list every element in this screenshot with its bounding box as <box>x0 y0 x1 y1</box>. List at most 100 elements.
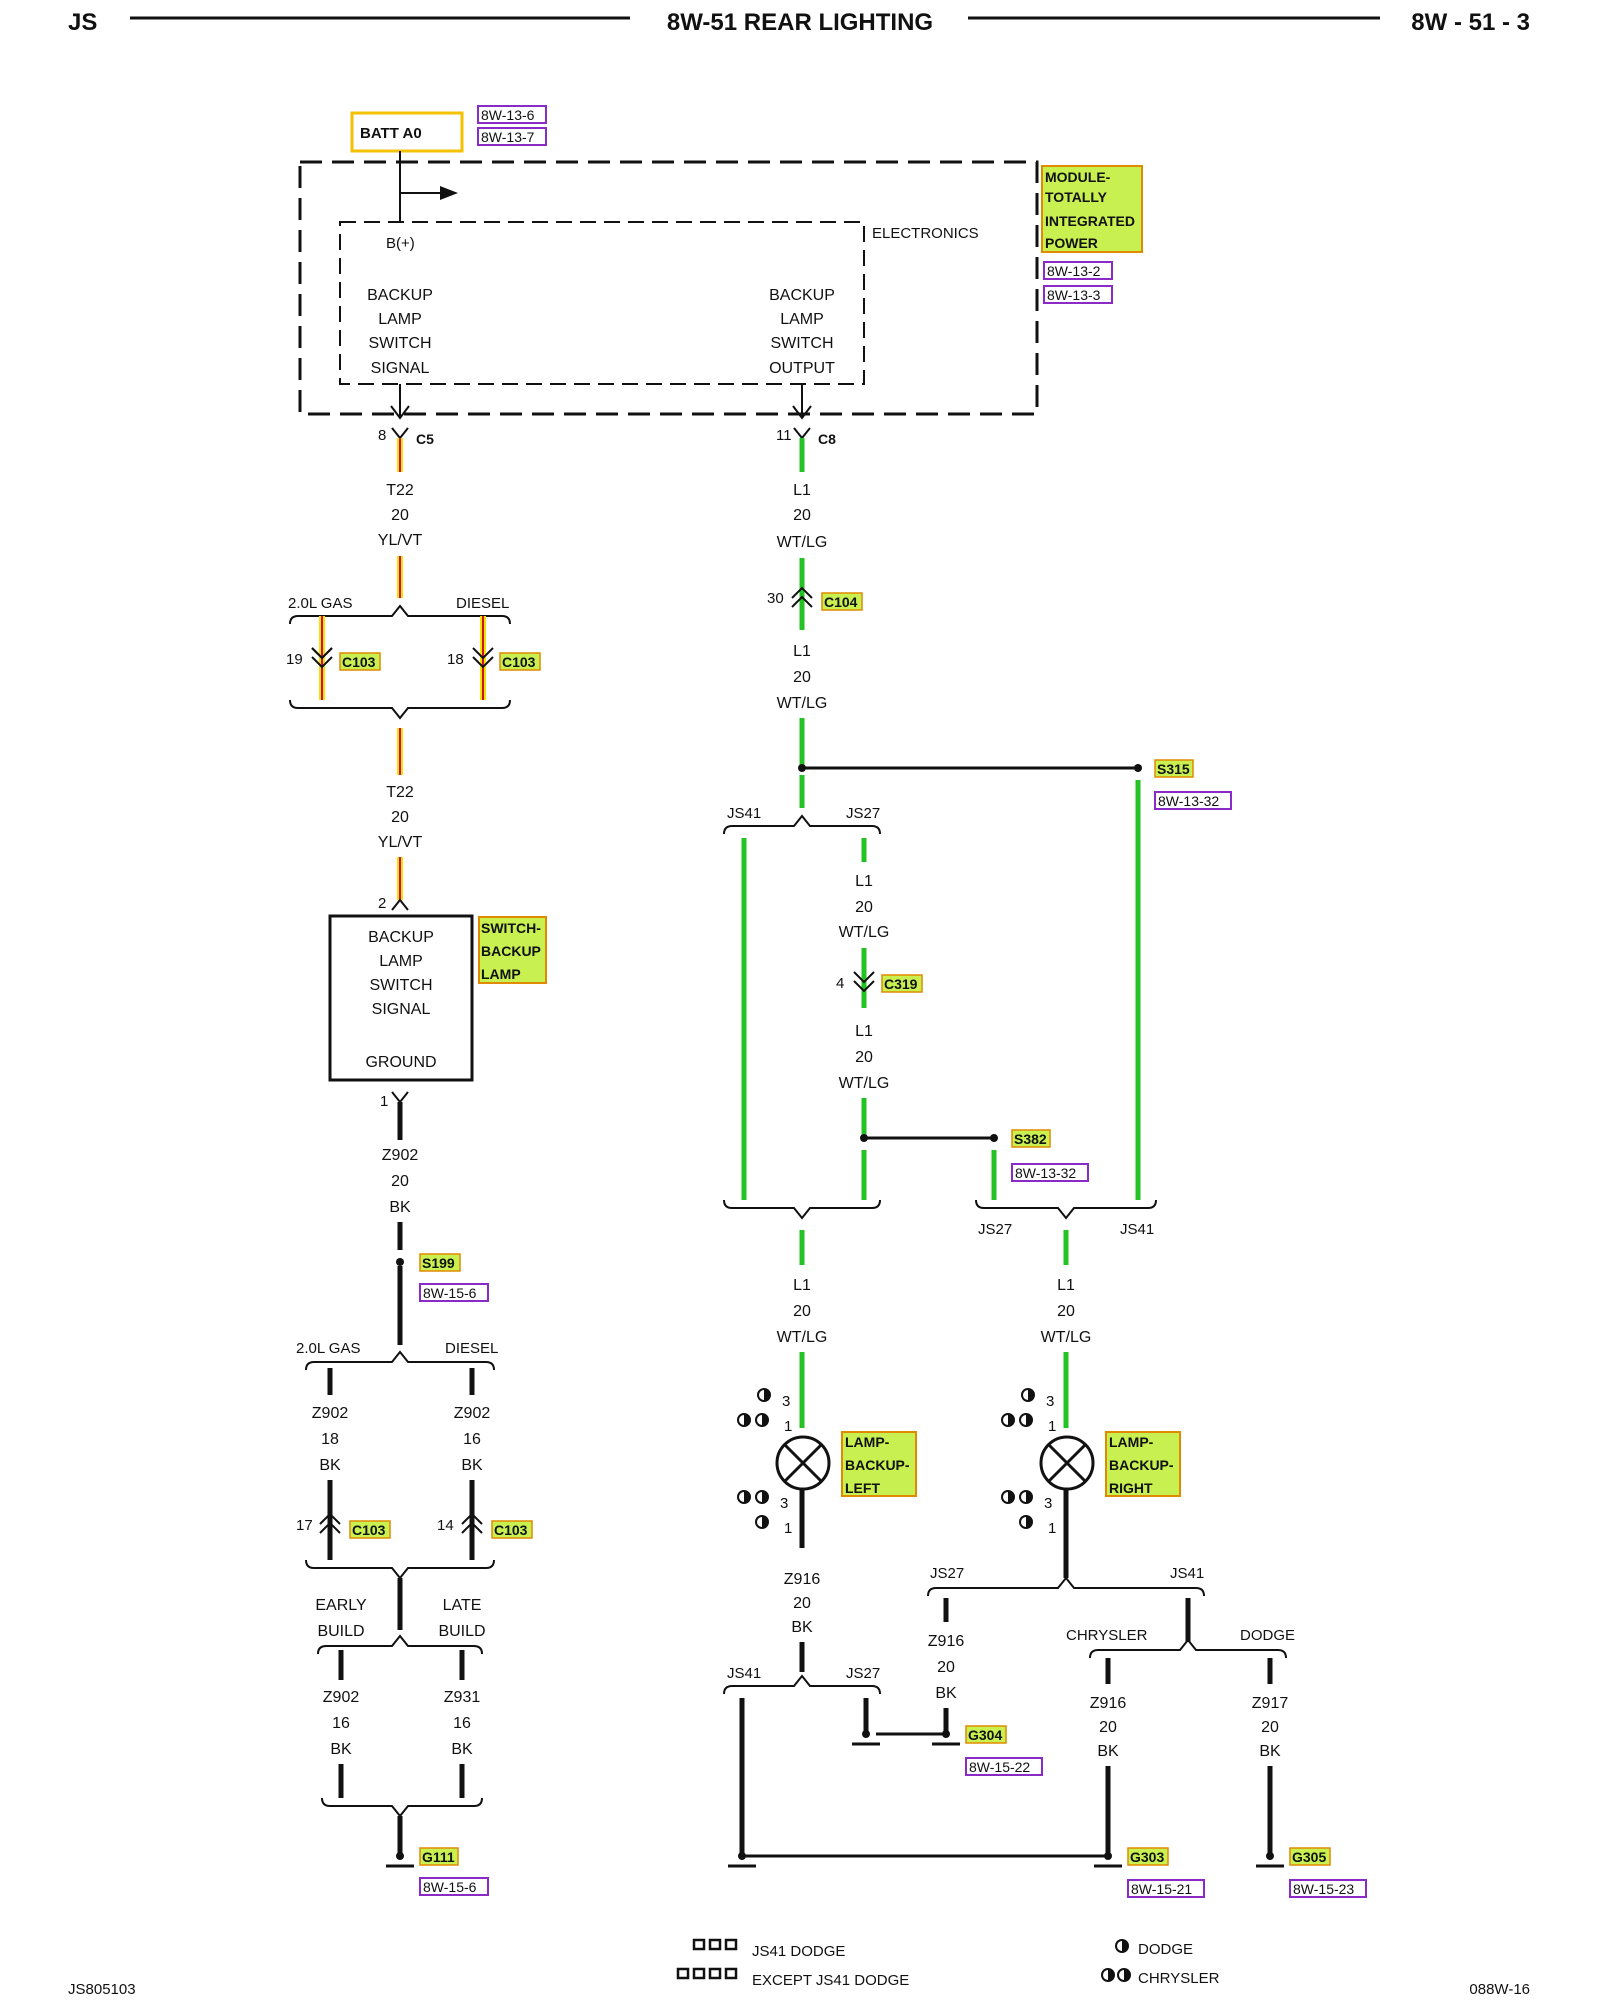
batt-ref-1[interactable]: 8W-13-6 <box>481 107 535 123</box>
z902a-id: Z902 <box>382 1147 419 1164</box>
c5-pin: 8 <box>378 427 386 444</box>
batt-ref-1-box <box>477 105 547 124</box>
module-in-3: SWITCH <box>368 335 431 352</box>
z902c-id: Z902 <box>454 1405 491 1422</box>
opt-js27-1: JS27 <box>846 805 880 822</box>
switch-top-connector <box>391 898 409 911</box>
opt-js41-1: JS41 <box>727 805 761 822</box>
module-out-1: BACKUP <box>769 287 835 304</box>
opt-js41-4: JS41 <box>1170 1565 1204 1582</box>
legend-except-js41-dodge: EXCEPT JS41 DODGE <box>752 1972 909 1989</box>
t22-1-gauge: 20 <box>391 507 409 524</box>
c8-name: C8 <box>818 431 836 447</box>
switch-bottom-connector <box>391 1091 409 1104</box>
legend-dodge-icon <box>1115 1939 1129 1953</box>
in-signal-arrow <box>390 405 410 420</box>
s199-tag-bg <box>419 1253 461 1272</box>
switch-pin-top: 2 <box>378 895 386 912</box>
module-ref-1[interactable]: 8W-13-2 <box>1047 263 1101 279</box>
s382-ref[interactable]: 8W-13-32 <box>1015 1165 1076 1181</box>
header-page: 8W - 51 - 3 <box>1411 9 1530 36</box>
option-brace-top-3 <box>317 1634 483 1655</box>
z931-color: BK <box>451 1741 473 1758</box>
batt-ref-2[interactable]: 8W-13-7 <box>481 129 535 145</box>
c5-connector-symbol <box>391 427 409 440</box>
module-out-4: OUTPUT <box>769 360 835 377</box>
module-electronics: ELECTRONICS <box>872 225 979 242</box>
g303-dot <box>1104 1852 1112 1860</box>
right-lamp-x2 <box>1047 1443 1087 1483</box>
right-lamp-pin-markers <box>1001 1388 1035 1529</box>
switch-text-4: SIGNAL <box>372 1001 431 1018</box>
g304-ref-box <box>965 1757 1043 1776</box>
g305-ref[interactable]: 8W-15-23 <box>1293 1881 1354 1897</box>
right-lamp-pin-1b: 1 <box>1048 1520 1056 1537</box>
out-signal-arrow <box>792 405 812 420</box>
g303-ref[interactable]: 8W-15-21 <box>1131 1881 1192 1897</box>
right-lamp-pin-1a: 1 <box>1048 1418 1056 1435</box>
option-brace-bottom-3 <box>321 1797 483 1818</box>
s382-right-dot <box>990 1134 998 1142</box>
left-lamp-pin-1a: 1 <box>784 1418 792 1435</box>
fuse-arrow-head <box>440 186 458 200</box>
g111-tag-bg <box>419 1847 459 1866</box>
option-brace-top-7 <box>927 1576 1205 1597</box>
switch-ground: GROUND <box>365 1054 436 1071</box>
legend-except-js41-icon <box>676 1967 738 1980</box>
t22-2-color: YL/VT <box>378 834 423 851</box>
c319-pin: 4 <box>836 975 844 992</box>
z916b-gauge: 20 <box>937 1659 955 1676</box>
option-brace-top-1 <box>289 604 511 625</box>
right-lamp-name-2: BACKUP- <box>1109 1457 1174 1473</box>
opt-js27-3: JS27 <box>846 1665 880 1682</box>
g304-ref[interactable]: 8W-15-22 <box>969 1759 1030 1775</box>
g303-name: G303 <box>1130 1849 1164 1865</box>
module-outline <box>298 160 1039 416</box>
z902b-color: BK <box>319 1457 341 1474</box>
c104-pin: 30 <box>767 590 784 607</box>
c103d-pin: 14 <box>437 1517 454 1534</box>
t22-2-id: T22 <box>386 784 414 801</box>
module-name-2: TOTALLY <box>1045 189 1108 205</box>
z902c-color: BK <box>461 1457 483 1474</box>
left-lamp-name-box <box>841 1431 917 1497</box>
legend-chrysler: CHRYSLER <box>1138 1970 1220 1987</box>
option-brace-bottom-2 <box>305 1559 495 1580</box>
module-name-1: MODULE- <box>1045 169 1111 185</box>
l1b-id: L1 <box>793 643 811 660</box>
z931-gauge: 16 <box>453 1715 471 1732</box>
c103d-tag-bg <box>491 1520 533 1539</box>
s199-ref[interactable]: 8W-15-6 <box>423 1285 477 1301</box>
z902b-id: Z902 <box>312 1405 349 1422</box>
t22-1-color: YL/VT <box>378 532 423 549</box>
module-ref-2[interactable]: 8W-13-3 <box>1047 287 1101 303</box>
legend-chrysler-icon <box>1101 1968 1131 1982</box>
legend-dodge: DODGE <box>1138 1941 1193 1958</box>
module-name-3: INTEGRATED <box>1045 213 1135 229</box>
switch-name-3: LAMP <box>481 966 521 982</box>
l1e-id: L1 <box>793 1277 811 1294</box>
footer-left: JS805103 <box>68 1981 136 1998</box>
switch-name-2: BACKUP <box>481 943 541 959</box>
c104-tag-bg <box>821 592 863 611</box>
left-lamp-pin-3b: 3 <box>780 1495 788 1512</box>
legend-js41-dodge-icon <box>692 1938 738 1951</box>
c5-name: C5 <box>416 431 434 447</box>
s382-tag-bg <box>1011 1129 1051 1148</box>
g111-ref-box <box>419 1877 489 1896</box>
switch-pin-bottom: 1 <box>380 1093 388 1110</box>
z916b-id: Z916 <box>928 1633 965 1650</box>
g305-ref-box <box>1289 1879 1367 1898</box>
module-bplus: B(+) <box>386 235 415 252</box>
switch-name-1: SWITCH- <box>481 920 541 936</box>
module-name-4: POWER <box>1045 235 1098 251</box>
s199-dot <box>396 1258 404 1266</box>
g111-ref[interactable]: 8W-15-6 <box>423 1879 477 1895</box>
s315-ref[interactable]: 8W-13-32 <box>1158 793 1219 809</box>
l1f-gauge: 20 <box>1057 1303 1075 1320</box>
switch-text-2: LAMP <box>379 953 423 970</box>
switch-body <box>328 914 474 1082</box>
module-out-3: SWITCH <box>770 335 833 352</box>
t22-2-gauge: 20 <box>391 809 409 826</box>
